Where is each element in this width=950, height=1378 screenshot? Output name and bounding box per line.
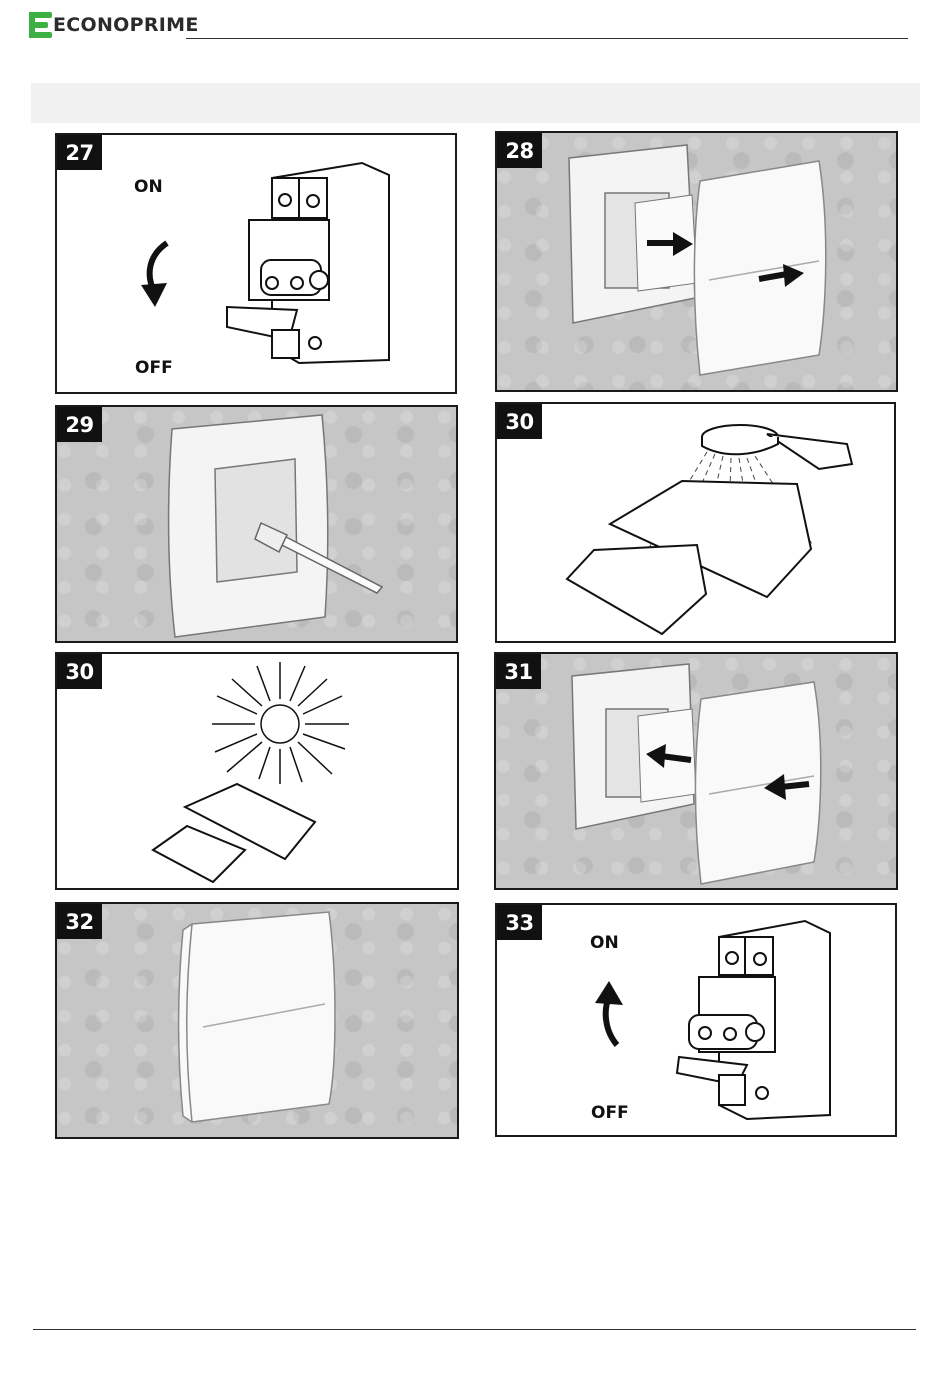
step-number-badge: 30 xyxy=(497,404,542,439)
step-number-badge: 29 xyxy=(57,407,102,442)
step-number-badge: 31 xyxy=(496,654,541,689)
step-30-dry-panel: 30 xyxy=(55,652,459,890)
sun-icon xyxy=(212,662,349,784)
front-cover-icon xyxy=(179,912,336,1122)
brand-name: ECONOPRIME xyxy=(53,14,199,36)
econoprime-logo-icon xyxy=(29,11,53,39)
brand-logo: ECONOPRIME xyxy=(29,8,199,42)
step-number-badge: 28 xyxy=(497,133,542,168)
filter-sheet-icon xyxy=(567,481,811,634)
step-number-badge: 32 xyxy=(57,904,102,939)
front-cover-icon xyxy=(694,161,825,375)
filter-sheet-icon xyxy=(153,784,315,882)
step-number-badge: 27 xyxy=(57,135,102,170)
curved-arrow-down-icon xyxy=(141,243,167,307)
step-number-badge: 33 xyxy=(497,905,542,940)
step-27-panel: 27 ON OFF xyxy=(55,133,457,394)
step-31-panel: 31 xyxy=(494,652,898,890)
step-32-panel: 32 xyxy=(55,902,459,1139)
curved-arrow-up-icon xyxy=(595,981,623,1045)
circuit-breaker-icon xyxy=(677,921,830,1119)
header-rule xyxy=(186,38,908,39)
shower-head-icon xyxy=(702,425,852,469)
section-heading-band xyxy=(31,83,920,123)
circuit-breaker-icon xyxy=(227,163,389,363)
step-30-wash-panel: 30 xyxy=(495,402,896,643)
step-number-badge: 30 xyxy=(57,654,102,689)
footer-rule xyxy=(33,1329,916,1330)
fan-backplate-icon xyxy=(169,415,328,637)
step-29-panel: 29 xyxy=(55,405,458,643)
step-28-panel: 28 xyxy=(495,131,898,392)
step-33-panel: 33 ON OFF xyxy=(495,903,897,1137)
